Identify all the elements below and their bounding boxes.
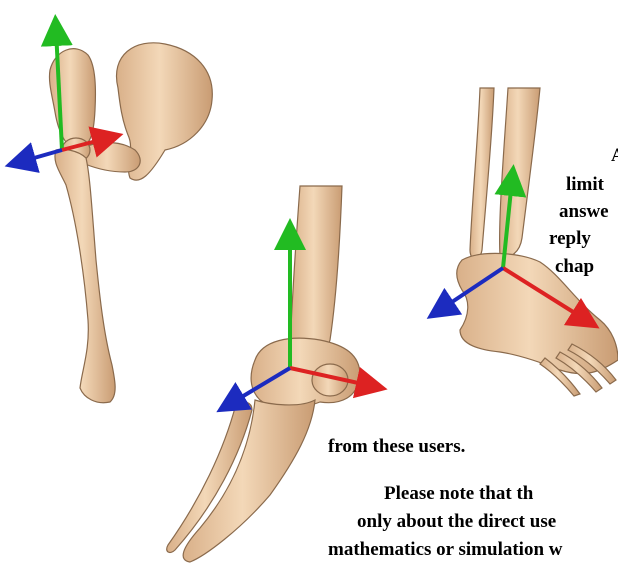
right-line-4: reply [549,228,591,250]
line-from-these-users: from these users. [328,436,465,458]
line-only-about: only about the direct use [357,511,556,533]
right-line-5: chap [555,256,594,278]
knee-figure [167,186,372,562]
right-line-1: A [611,145,618,167]
knee-femur [290,186,342,359]
hip-figure [20,30,212,403]
knee-tibia [183,400,315,562]
ankle-figure [440,88,618,396]
fibula [470,88,494,259]
right-line-3: answe [559,201,609,223]
femur-shaft [55,149,115,402]
line-mathematics: mathematics or simulation w [328,539,563,561]
right-line-2: limit [566,174,604,196]
line-please-note: Please note that th [384,483,533,505]
